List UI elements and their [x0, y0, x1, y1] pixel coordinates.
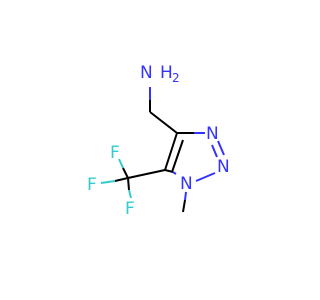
atom-label-ring-n2: N: [217, 157, 230, 177]
atom-label-fluorine-left: F: [87, 175, 97, 195]
atom-label-fluorine-top: F: [110, 143, 120, 163]
atom-label-amine-n: N: [140, 63, 153, 83]
atom-label-fluorine-bottom: F: [125, 199, 135, 219]
bond-c5-cf3: [127, 169, 166, 179]
bond-cf3-f-left-f: [100, 180, 116, 184]
bonds: [100, 87, 225, 213]
structural-formula: N H 2 N N N F F F: [87, 63, 230, 219]
bond-n1-methyl-n: [184, 191, 187, 201]
bond-cf3-f-left-c: [114, 177, 129, 182]
bond-cf3-f-top-c: [122, 167, 129, 179]
bond-n1-c5-n: [172, 171, 177, 175]
bond-c4-c5-b: [171, 139, 184, 173]
bond-cf3-f-bottom-c: [127, 177, 130, 191]
bond-c4-c5-a: [164, 132, 178, 171]
atom-labels: N H 2 N N N F F F: [87, 63, 230, 219]
atom-label-amine-h: H: [160, 63, 173, 83]
bond-cf3-f-top-f: [118, 158, 124, 169]
bond-n3-n2-a: [217, 140, 225, 156]
bond-n3-n2-b: [211, 144, 218, 158]
atom-label-amine-h-count: 2: [172, 71, 180, 85]
bond-n1-methyl-c: [182, 199, 186, 213]
bond-n2-n1: [195, 172, 216, 182]
bond-cf3-f-bottom-f: [128, 189, 132, 199]
bond-n1-c5-c: [164, 169, 174, 173]
atom-label-ring-n1: N: [180, 174, 193, 194]
bond-ch2-c4: [149, 111, 178, 134]
atom-label-ring-n3: N: [206, 124, 219, 144]
